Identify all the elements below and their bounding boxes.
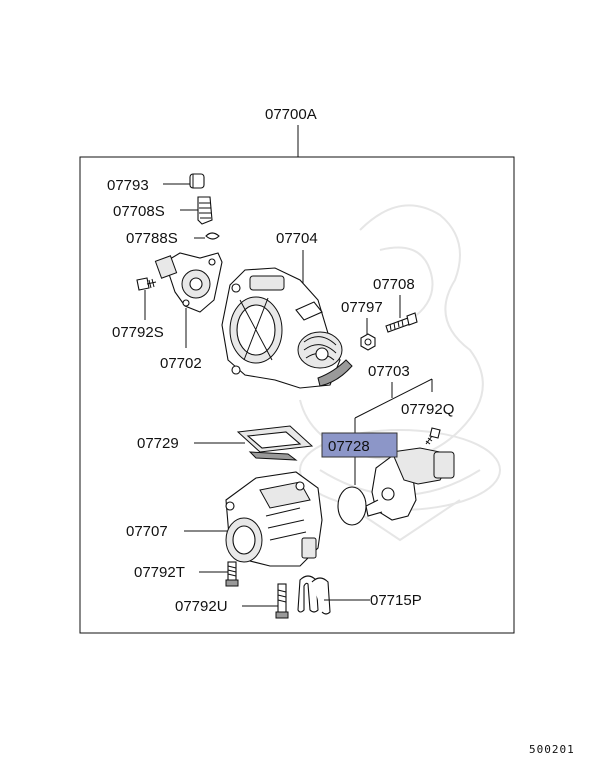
assembly-frame xyxy=(79,156,515,634)
part-07793[interactable]: 07793 xyxy=(107,173,205,194)
part-07792S[interactable]: 07792S xyxy=(112,277,164,341)
part-07704[interactable]: 07704 xyxy=(221,230,353,389)
svg-text:07703: 07703 xyxy=(368,363,410,380)
figure-number: 500201 xyxy=(529,743,575,756)
part-07708S[interactable]: 07708S xyxy=(113,196,213,225)
svg-text:07792T: 07792T xyxy=(134,564,185,581)
svg-text:07702: 07702 xyxy=(160,355,202,372)
svg-text:07792S: 07792S xyxy=(112,324,164,341)
group-label: 07700A xyxy=(265,106,317,123)
part-07708[interactable]: 07708 xyxy=(373,276,418,333)
svg-text:07704: 07704 xyxy=(276,230,318,247)
part-07728[interactable]: 07728 xyxy=(321,432,398,526)
svg-text:07792U: 07792U xyxy=(175,598,228,615)
svg-text:07793: 07793 xyxy=(107,177,149,194)
part-07792U[interactable]: 07792U xyxy=(175,583,289,619)
svg-text:07728: 07728 xyxy=(328,438,370,455)
svg-text:07797: 07797 xyxy=(341,299,383,316)
svg-text:07792Q: 07792Q xyxy=(401,401,454,418)
svg-text:07708S: 07708S xyxy=(113,203,165,220)
svg-text:07707: 07707 xyxy=(126,523,168,540)
part-07715P[interactable]: 07715P xyxy=(297,575,422,615)
part-07729[interactable]: 07729 xyxy=(137,425,314,461)
part-07792Q[interactable]: 07792Q xyxy=(401,401,454,445)
svg-text:07788S: 07788S xyxy=(126,230,178,247)
part-07797[interactable]: 07797 xyxy=(341,299,383,351)
part-07792T[interactable]: 07792T xyxy=(134,561,239,587)
svg-text:07729: 07729 xyxy=(137,435,179,452)
svg-text:07708: 07708 xyxy=(373,276,415,293)
part-07788S[interactable]: 07788S xyxy=(126,230,220,247)
highlight-box xyxy=(321,432,398,458)
svg-text:07715P: 07715P xyxy=(370,592,422,609)
part-07707[interactable]: 07707 xyxy=(126,471,323,567)
part-07702[interactable]: 07702 xyxy=(154,252,223,372)
